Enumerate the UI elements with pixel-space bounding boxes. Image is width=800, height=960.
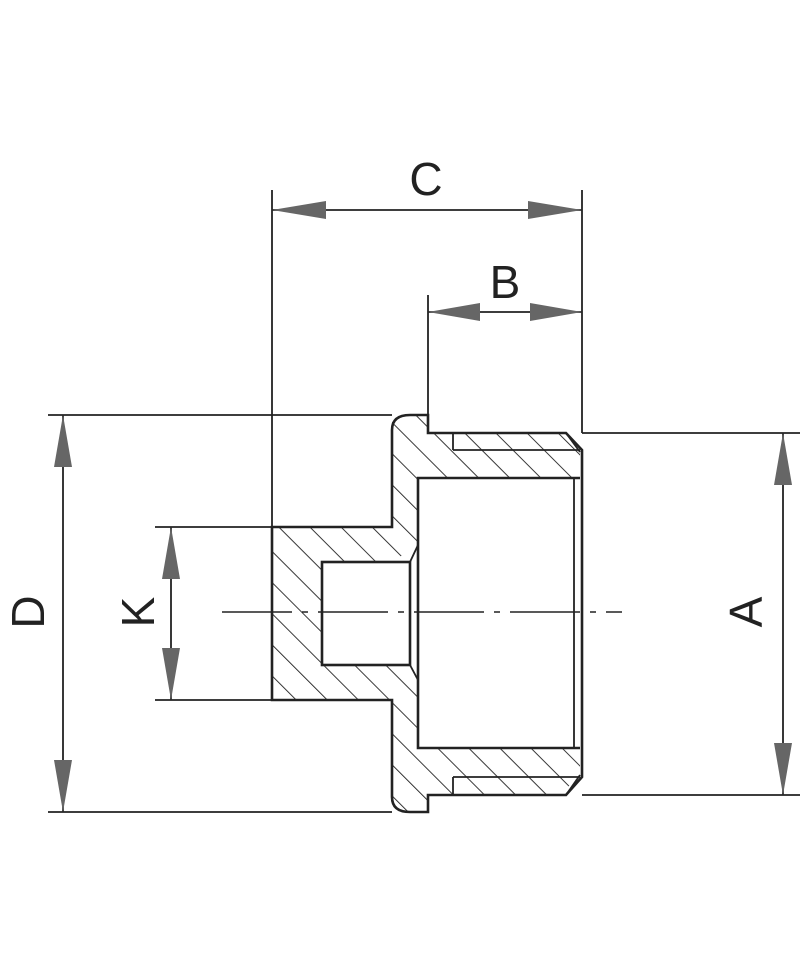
dimension-label-k: K: [112, 596, 164, 627]
outer-contour: [270, 413, 584, 814]
upper-wall-section: [272, 415, 580, 612]
extension-lines: [48, 190, 800, 813]
lower-wall-section: [272, 612, 580, 812]
lower-chamfer: [565, 774, 581, 796]
small-bore-step-top: [409, 544, 419, 563]
dimension-label-a: A: [720, 596, 772, 627]
upper-chamfer: [565, 432, 581, 453]
small-bore: [320, 560, 412, 667]
dimension-k: K: [112, 527, 180, 700]
dimension-b: B: [428, 256, 582, 321]
dimension-label-c: C: [409, 153, 442, 205]
dimension-label-d: D: [2, 595, 54, 628]
main-bore: [416, 476, 580, 750]
section-hatching: [272, 415, 580, 812]
dimension-d: D: [2, 415, 72, 812]
dimension-c: C: [272, 153, 582, 219]
part-outline: [270, 413, 584, 814]
dimension-a: A: [720, 433, 792, 795]
small-bore-step-bottom: [409, 664, 419, 681]
dimension-label-b: B: [490, 256, 521, 308]
